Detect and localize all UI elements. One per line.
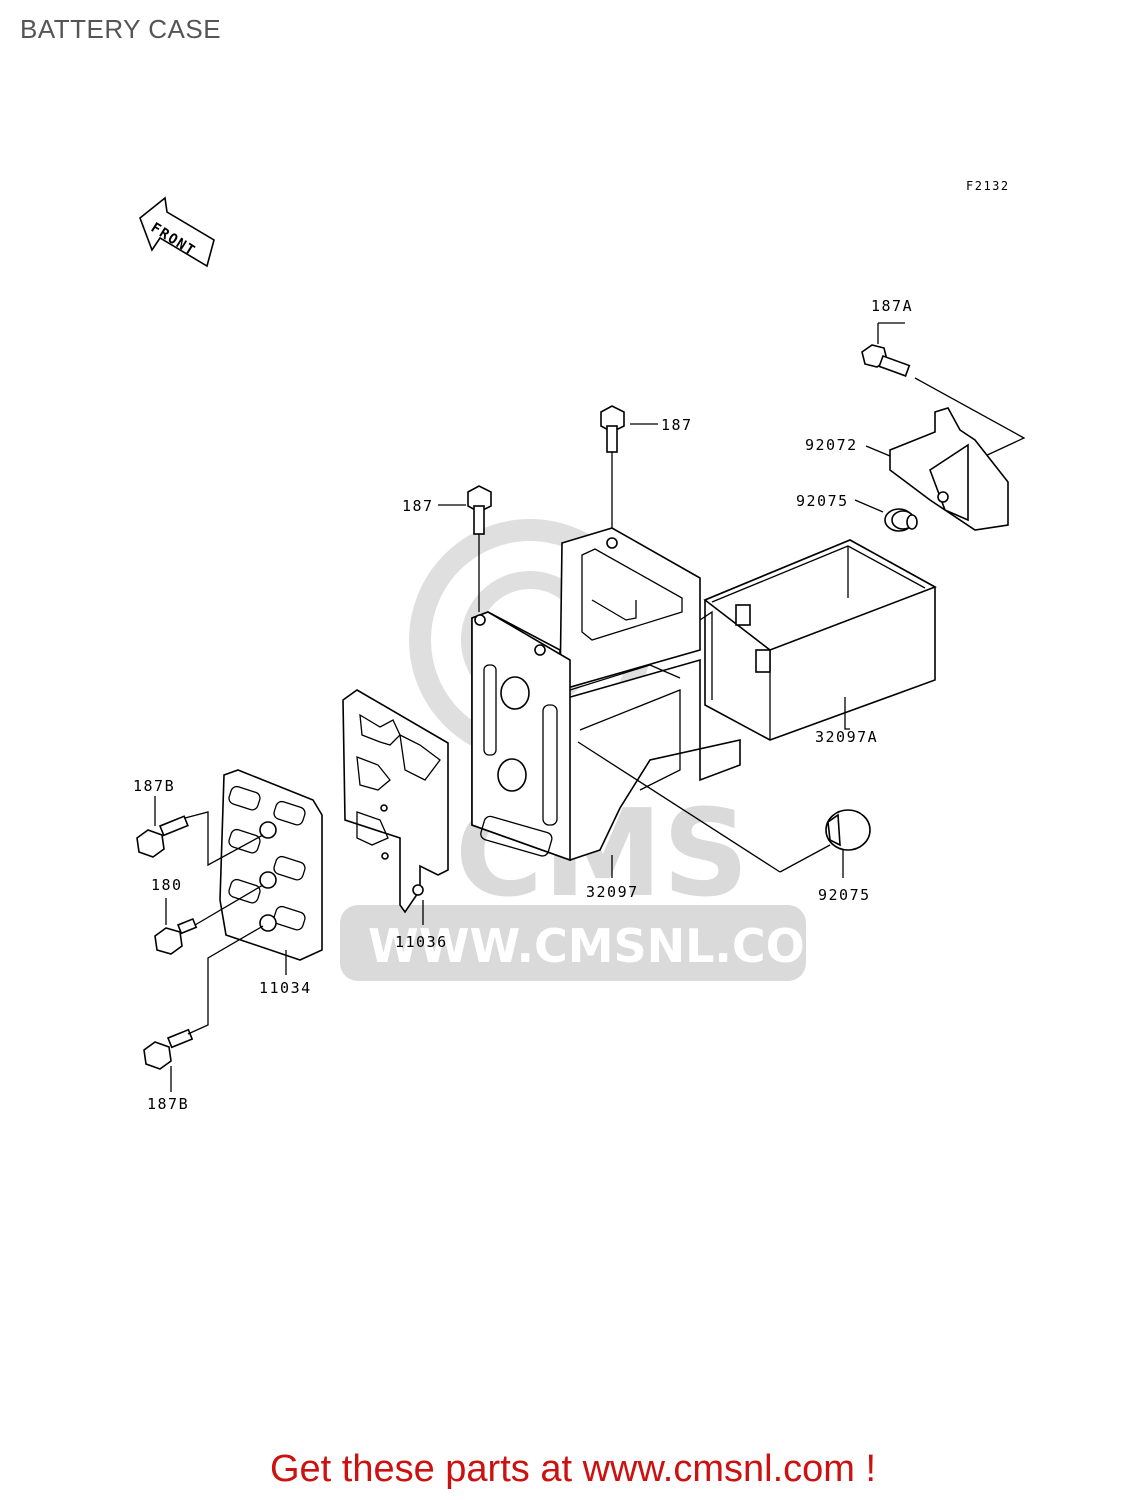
bolt-187b-lower xyxy=(143,925,264,1092)
label-187b-upper: 187B xyxy=(133,777,175,795)
battery-box-32097a xyxy=(703,539,937,741)
damper-92075-lower xyxy=(825,809,871,878)
watermark: CMS WWW.CMSNL.COM xyxy=(340,519,851,981)
label-187-left: 187 xyxy=(402,497,434,515)
figure-code: F2132 xyxy=(966,179,1010,193)
washer-92075-upper xyxy=(854,499,918,532)
label-187a: 187A xyxy=(871,297,913,315)
label-11034: 11034 xyxy=(259,979,312,997)
footer-link[interactable]: Get these parts at www.cmsnl.com ! xyxy=(269,1448,877,1490)
bolt-187b-upper xyxy=(136,796,264,867)
label-32097: 32097 xyxy=(586,883,639,901)
label-92075-upper: 92075 xyxy=(796,492,849,510)
label-180: 180 xyxy=(151,876,183,894)
label-187-top: 187 xyxy=(661,416,693,434)
label-11036: 11036 xyxy=(395,933,448,951)
parts-diagram: CMS WWW.CMSNL.COM F2132 FRONT xyxy=(133,179,1026,1113)
label-187b-lower: 187B xyxy=(147,1095,189,1113)
front-arrow-icon: FRONT xyxy=(139,196,215,268)
label-92072: 92072 xyxy=(805,436,858,454)
bolt-187-top xyxy=(600,405,658,540)
bolt-187-left xyxy=(438,485,492,612)
watermark-url: WWW.CMSNL.COM xyxy=(368,919,851,973)
plate-11034 xyxy=(219,769,323,975)
cover-11036 xyxy=(342,689,449,925)
bracket-92072 xyxy=(865,407,1009,531)
label-32097a: 32097A xyxy=(815,728,878,746)
screw-180 xyxy=(154,884,264,955)
battery-case-32097 xyxy=(471,527,831,878)
label-92075-lower: 92075 xyxy=(818,886,871,904)
page-title: BATTERY CASE xyxy=(20,14,222,44)
